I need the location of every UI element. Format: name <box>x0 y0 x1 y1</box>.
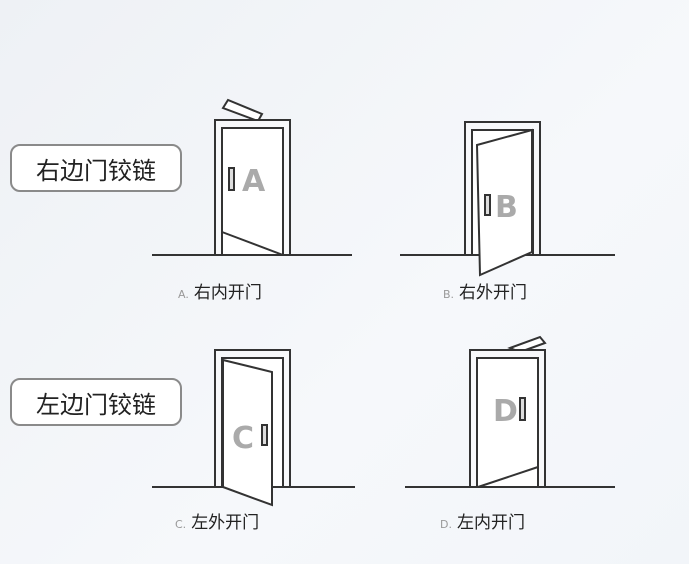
caption-prefix: A. <box>178 288 189 301</box>
door-handle-icon <box>484 194 491 216</box>
door-handle-icon <box>519 397 526 421</box>
door-d: D <box>405 335 615 488</box>
caption-c: C. 左外开门 <box>175 508 259 533</box>
door-letter-d: D <box>493 394 518 429</box>
caption-text: 右内开门 <box>193 283 262 303</box>
caption-a: A. 右内开门 <box>178 278 262 303</box>
right-hinge-label: 右边门铰链 <box>10 144 182 192</box>
door-letter-a: A <box>242 164 266 199</box>
caption-prefix: B. <box>443 288 455 301</box>
door-handle-icon <box>228 167 235 191</box>
door-b: B <box>400 121 615 277</box>
caption-text: 右外开门 <box>459 283 528 303</box>
caption-d: D. 左内开门 <box>440 508 525 533</box>
caption-text: 左内开门 <box>456 513 525 533</box>
caption-text: 左外开门 <box>191 513 260 533</box>
door-letter-c: C <box>232 421 254 456</box>
door-handle-icon <box>261 424 268 446</box>
caption-prefix: C. <box>175 518 187 531</box>
door-a: A <box>152 98 352 256</box>
door-c: C <box>152 349 355 507</box>
left-hinge-label: 左边门铰链 <box>10 378 182 426</box>
caption-prefix: D. <box>440 518 452 531</box>
door-letter-b: B <box>495 190 518 225</box>
caption-b: B. 右外开门 <box>443 278 527 303</box>
